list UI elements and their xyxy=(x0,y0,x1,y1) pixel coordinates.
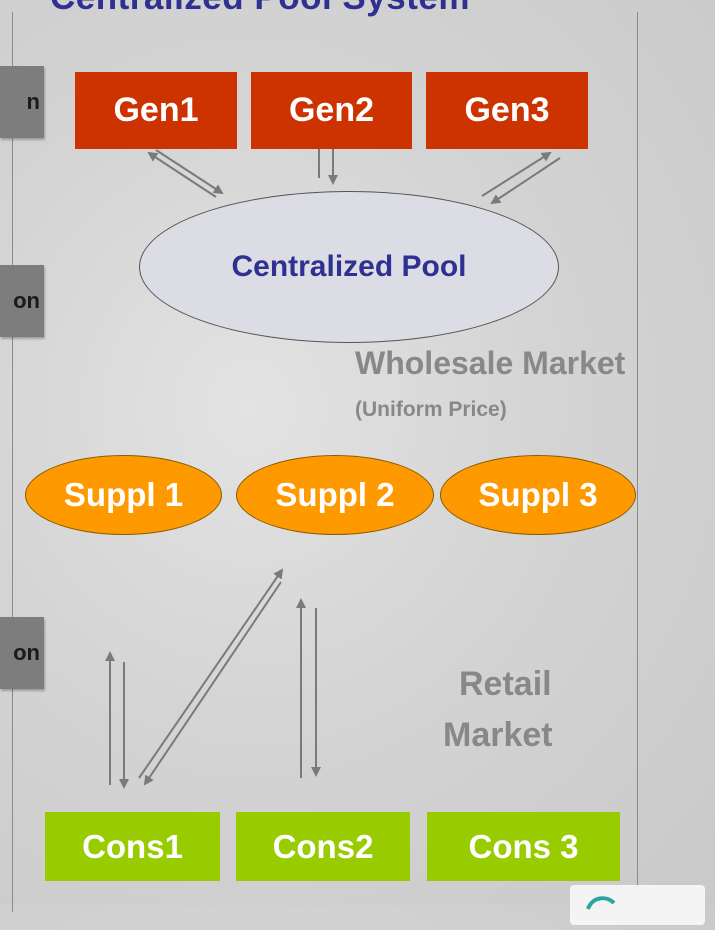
side-label-text: n xyxy=(26,89,40,114)
arrow-cons1-to-suppl2 xyxy=(138,568,284,779)
gen2-box: Gen2 xyxy=(251,72,412,149)
supplier-2: Suppl 2 xyxy=(236,455,434,535)
side-label-text: on xyxy=(13,288,40,313)
wholesale-market-label: Wholesale Market xyxy=(355,345,626,381)
gen1-box: Gen1 xyxy=(75,72,237,149)
side-label-text: on xyxy=(13,640,40,665)
arrow-pool-to-gen1 xyxy=(147,151,217,198)
retail-market-line2: Market xyxy=(443,716,553,754)
arrow-pool-to-gen3 xyxy=(481,151,552,197)
supplier-3: Suppl 3 xyxy=(440,455,636,535)
cons2-box: Cons2 xyxy=(236,812,410,881)
centralized-pool: Centralized Pool xyxy=(139,191,559,343)
cons1-box: Cons1 xyxy=(45,812,220,881)
diagram-title: Centralized Pool System xyxy=(50,0,470,18)
diagram-frame xyxy=(12,12,638,912)
logo-icon xyxy=(570,885,705,925)
uniform-price-label: (Uniform Price) xyxy=(355,398,507,421)
arrow-gen3-to-pool xyxy=(490,157,561,205)
side-label-generation: n xyxy=(0,66,44,138)
arrow-suppl2-to-cons1 xyxy=(143,581,282,786)
arrow-gen1-to-pool xyxy=(155,149,224,195)
retail-market-line1: Retail xyxy=(459,665,552,703)
supplier-1: Suppl 1 xyxy=(25,455,222,535)
logo-swoosh-icon xyxy=(586,896,616,910)
side-label-distribution: on xyxy=(0,617,44,689)
gen3-box: Gen3 xyxy=(426,72,588,149)
side-label-transmission: on xyxy=(0,265,44,337)
cons3-box: Cons 3 xyxy=(427,812,620,881)
